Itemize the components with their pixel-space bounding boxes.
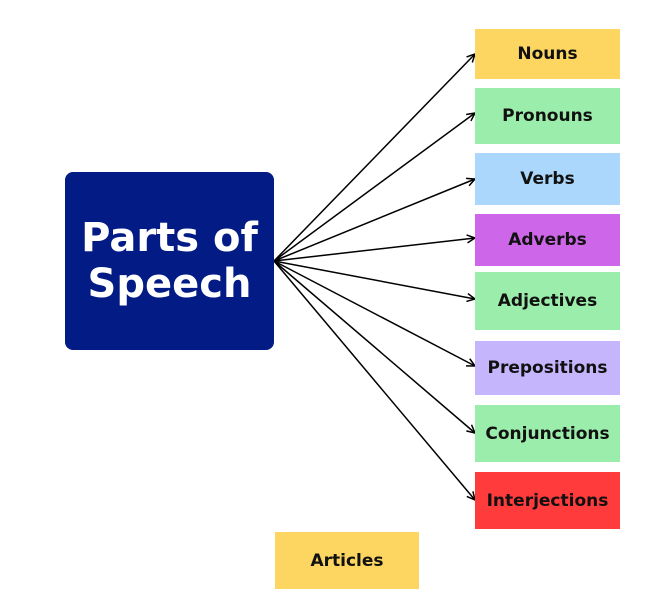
connector-arrow-adjectives bbox=[273, 260, 475, 299]
node-interjections: Interjections bbox=[475, 472, 620, 529]
node-pronouns: Pronouns bbox=[475, 88, 620, 144]
node-prepositions: Prepositions bbox=[475, 341, 620, 395]
node-articles: Articles bbox=[275, 532, 419, 589]
node-nouns: Nouns bbox=[475, 29, 620, 79]
node-adverbs: Adverbs bbox=[475, 214, 620, 266]
node-verbs: Verbs bbox=[475, 153, 620, 205]
node-label: Conjunctions bbox=[485, 423, 610, 444]
node-label: Articles bbox=[310, 550, 384, 571]
central-node: Parts of Speech bbox=[65, 172, 274, 350]
node-label: Pronouns bbox=[502, 106, 593, 126]
node-label: Nouns bbox=[517, 44, 578, 64]
node-label: Interjections bbox=[486, 490, 609, 511]
connector-arrow-conjunctions bbox=[273, 260, 475, 433]
connector-arrow-interjections bbox=[273, 260, 475, 500]
node-label: Prepositions bbox=[487, 358, 608, 378]
node-label: Adverbs bbox=[508, 230, 587, 250]
node-conjunctions: Conjunctions bbox=[475, 405, 620, 462]
connector-arrow-nouns bbox=[273, 54, 475, 262]
connector-arrow-prepositions bbox=[273, 260, 475, 366]
central-title-line2: Speech bbox=[87, 261, 252, 307]
central-title-line1: Parts of bbox=[81, 215, 258, 261]
node-adjectives: Adjectives bbox=[475, 272, 620, 330]
node-label: Adjectives bbox=[497, 291, 598, 311]
connector-arrow-pronouns bbox=[273, 113, 475, 262]
connector-arrow-verbs bbox=[273, 179, 475, 262]
node-label: Verbs bbox=[520, 169, 575, 189]
connector-arrow-adverbs bbox=[273, 238, 475, 262]
